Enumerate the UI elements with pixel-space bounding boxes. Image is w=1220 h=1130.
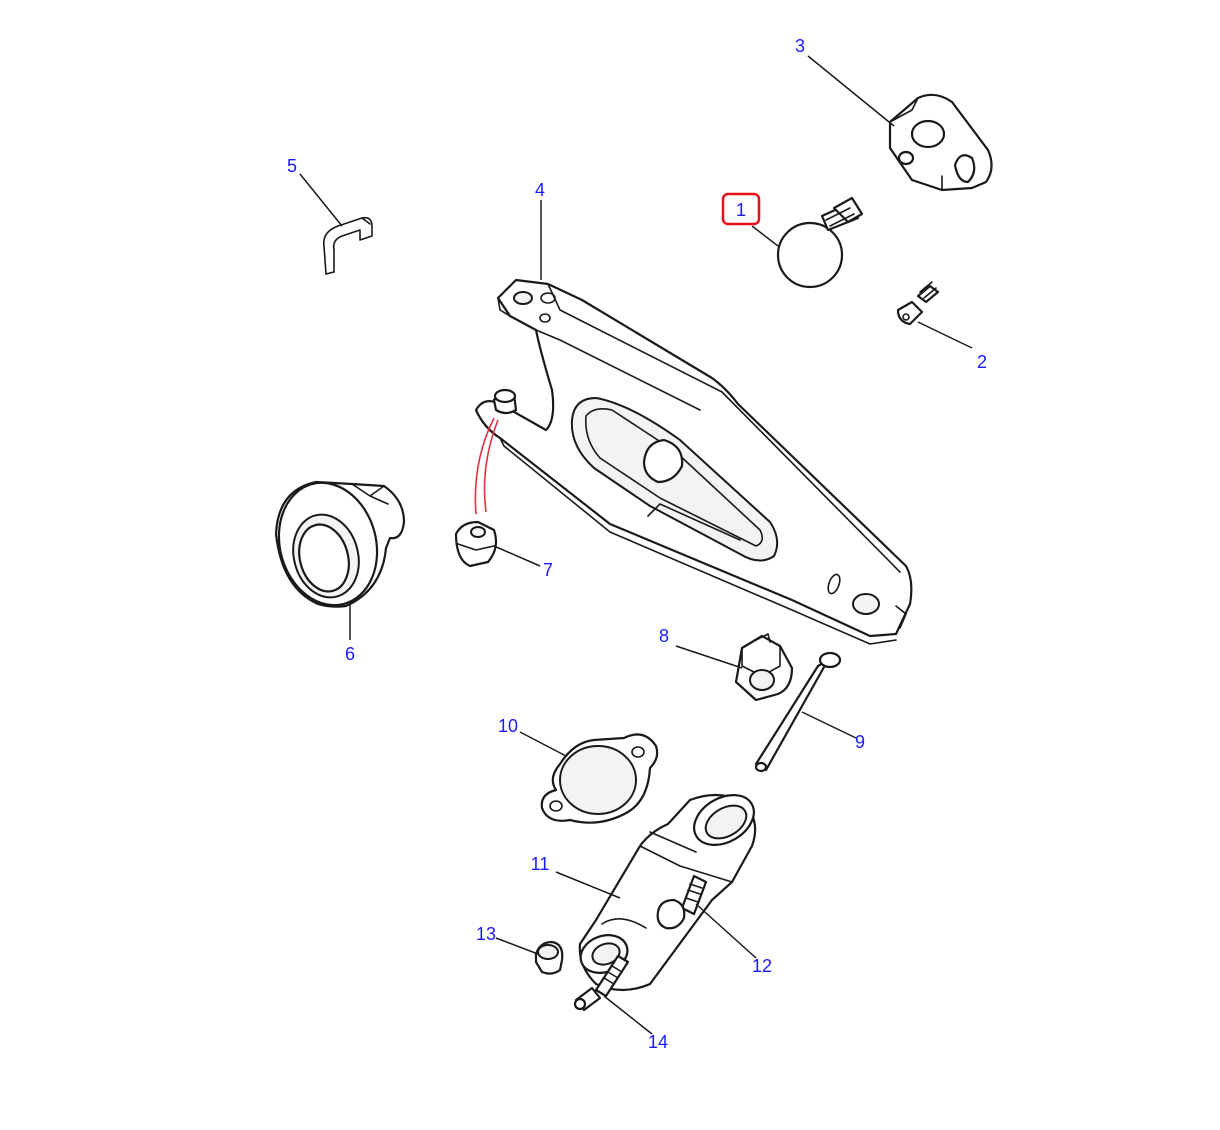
part-3-bracket-plate[interactable] <box>888 93 993 192</box>
callout-2[interactable]: 2 <box>977 352 987 372</box>
callout-7[interactable]: 7 <box>543 560 553 580</box>
callout-labels: 1 2 3 4 5 6 7 8 9 10 11 12 13 14 <box>287 36 987 1052</box>
callout-6[interactable]: 6 <box>345 644 355 664</box>
callout-1-highlight <box>721 192 761 226</box>
part-4-release-fork[interactable] <box>474 278 913 645</box>
part-9-pushrod[interactable] <box>754 651 842 773</box>
callout-13[interactable]: 13 <box>476 924 496 944</box>
callout-14[interactable]: 14 <box>648 1032 668 1052</box>
callout-11[interactable]: 11 <box>531 854 550 874</box>
part-12-bolt[interactable] <box>656 874 708 930</box>
part-14-bleed-screw[interactable] <box>573 954 630 1012</box>
part-6-release-bearing[interactable] <box>266 472 406 617</box>
part-2-bolt[interactable] <box>896 281 940 326</box>
part-1-ball-stud[interactable] <box>776 196 864 289</box>
callout-4[interactable]: 4 <box>535 180 545 200</box>
callout-10[interactable]: 10 <box>498 716 518 736</box>
part-7-block[interactable] <box>454 520 498 568</box>
callout-5[interactable]: 5 <box>287 156 297 176</box>
part-5-retaining-clip[interactable] <box>322 216 373 275</box>
part-11-slave-cylinder[interactable] <box>575 785 762 992</box>
callout-12[interactable]: 12 <box>752 956 772 976</box>
part-8-clip[interactable] <box>734 633 794 702</box>
hose-lines <box>474 417 499 515</box>
part-10-gasket[interactable] <box>540 733 659 824</box>
part-13-nut[interactable] <box>534 940 564 975</box>
leader-lines <box>299 55 973 1035</box>
callout-3[interactable]: 3 <box>795 36 805 56</box>
callout-9[interactable]: 9 <box>855 732 865 752</box>
callout-1[interactable]: 1 <box>736 200 746 220</box>
callout-8[interactable]: 8 <box>659 626 669 646</box>
